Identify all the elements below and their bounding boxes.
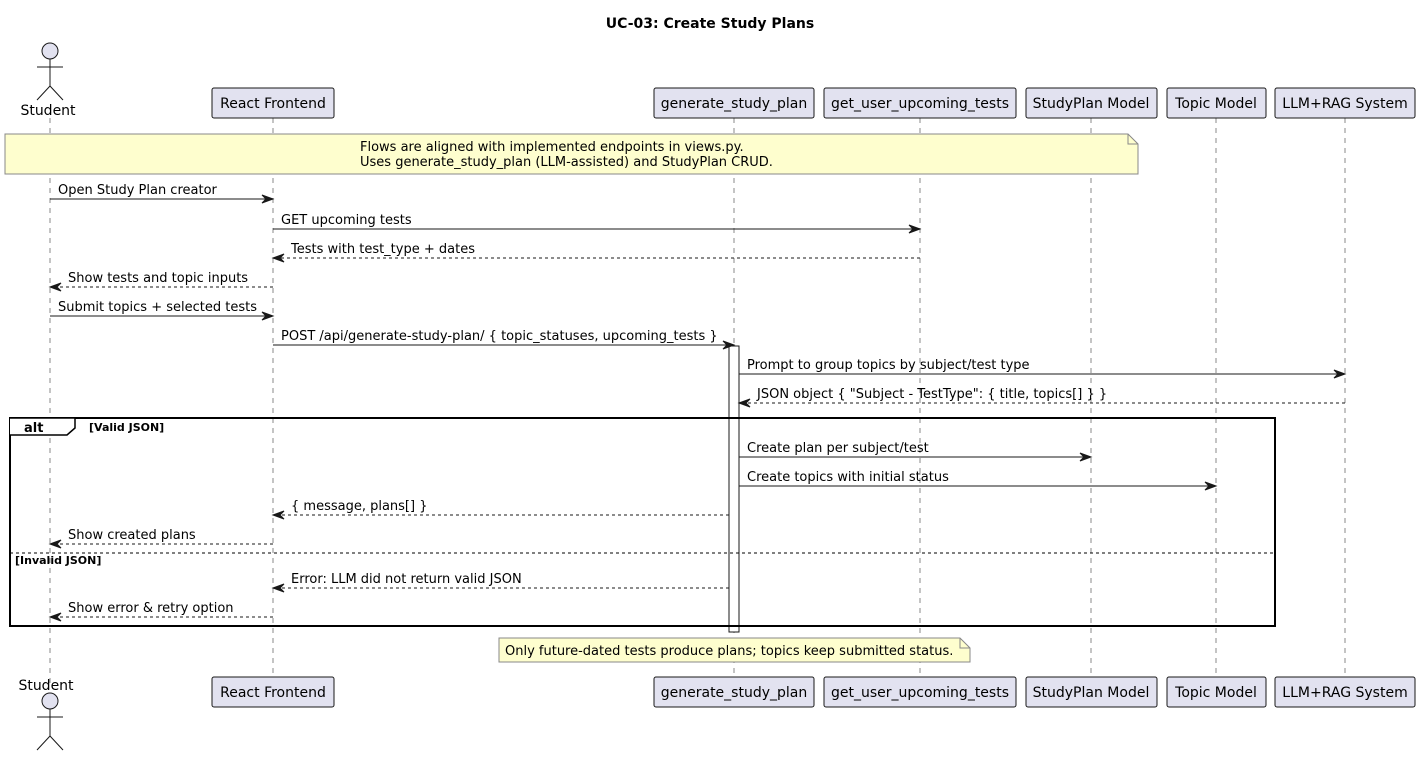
note-line-2: Uses generate_study_plan (LLM-assisted) … [360, 155, 773, 170]
arrowhead-icon [48, 612, 62, 622]
note-top: Flows are aligned with implemented endpo… [4, 133, 1139, 175]
participant-label: LLM+RAG System [1282, 96, 1407, 112]
participant-llm-bottom: LLM+RAG System [1274, 676, 1416, 708]
message-label: Error: LLM did not return valid JSON [291, 572, 522, 587]
arrowhead-icon [908, 224, 922, 234]
participant-label: LLM+RAG System [1282, 685, 1407, 701]
participant-label: React Frontend [220, 96, 326, 112]
message: GET upcoming tests [273, 213, 922, 234]
message-label: Prompt to group topics by subject/test t… [747, 358, 1030, 373]
message-label: Create plan per subject/test [747, 441, 929, 456]
note-bottom: Only future-dated tests produce plans; t… [498, 637, 971, 663]
arrowhead-icon [271, 253, 285, 263]
message: Error: LLM did not return valid JSON [271, 572, 729, 593]
diagram-title: UC-03: Create Study Plans [606, 16, 814, 32]
arrowhead-icon [1079, 452, 1093, 462]
participant-tests-bottom: get_user_upcoming_tests [823, 676, 1017, 708]
arrowhead-icon [722, 340, 736, 350]
alt-frame: alt [Valid JSON] [Invalid JSON] [9, 417, 1276, 627]
message-label: { message, plans[] } [291, 499, 427, 514]
note-line-1: Flows are aligned with implemented endpo… [360, 140, 744, 155]
message: Create topics with initial status [739, 470, 1218, 491]
participant-label: Topic Model [1174, 96, 1257, 112]
message: Open Study Plan creator [50, 183, 275, 204]
alt-label: alt [24, 421, 43, 436]
message: Show tests and topic inputs [48, 271, 273, 292]
participant-label: StudyPlan Model [1033, 685, 1150, 701]
message-label: POST /api/generate-study-plan/ { topic_s… [281, 329, 718, 344]
participant-label: get_user_upcoming_tests [831, 685, 1009, 701]
message-label: Submit topics + selected tests [58, 300, 257, 315]
actor-head [41, 692, 59, 710]
arrowhead-icon [48, 282, 62, 292]
message-label: JSON object { "Subject - TestType": { ti… [756, 387, 1107, 402]
message: JSON object { "Subject - TestType": { ti… [737, 387, 1345, 408]
arrowhead-icon [261, 194, 275, 204]
message: POST /api/generate-study-plan/ { topic_s… [273, 329, 736, 350]
participant-tests-top: get_user_upcoming_tests [823, 87, 1017, 119]
actor-student-bottom: Student [18, 678, 74, 751]
message: Create plan per subject/test [739, 441, 1093, 462]
arrowhead-icon [737, 398, 751, 408]
message: Prompt to group topics by subject/test t… [739, 358, 1347, 379]
arrowhead-icon [1333, 369, 1347, 379]
actor-student-top: Student [20, 42, 76, 119]
arrowhead-icon [271, 583, 285, 593]
arrowhead-icon [1204, 481, 1218, 491]
participant-label: React Frontend [220, 685, 326, 701]
message-label: Create topics with initial status [747, 470, 949, 485]
actor-head [41, 42, 59, 60]
message: Show created plans [48, 528, 273, 549]
participants-bottom: Student React Frontend generate_study_pl… [18, 676, 1416, 751]
message: Submit topics + selected tests [50, 300, 275, 321]
message-label: Show created plans [68, 528, 196, 543]
participant-label: get_user_upcoming_tests [831, 96, 1009, 112]
message-label: Show error & retry option [68, 601, 234, 616]
message-label: Tests with test_type + dates [290, 242, 475, 257]
participant-topic-top: Topic Model [1166, 87, 1267, 119]
participant-label: generate_study_plan [661, 685, 807, 701]
arrowhead-icon [48, 539, 62, 549]
participant-frontend-bottom: React Frontend [211, 676, 335, 708]
participant-label: generate_study_plan [661, 96, 807, 112]
participant-gen-bottom: generate_study_plan [653, 676, 815, 708]
arrowhead-icon [261, 311, 275, 321]
message: { message, plans[] } [271, 499, 729, 520]
participant-topic-bottom: Topic Model [1166, 676, 1267, 708]
participant-frontend-top: React Frontend [211, 87, 335, 119]
participant-studyplan-bottom: StudyPlan Model [1025, 676, 1158, 708]
participant-studyplan-top: StudyPlan Model [1025, 87, 1158, 119]
participant-gen-top: generate_study_plan [653, 87, 815, 119]
message: Tests with test_type + dates [271, 242, 920, 263]
participants-top: Student React Frontend generate_study_pl… [20, 42, 1416, 119]
alt-guard-valid: [Valid JSON] [89, 421, 164, 434]
activation-gen [728, 345, 740, 633]
note-bottom-text: Only future-dated tests produce plans; t… [505, 644, 953, 659]
participant-label: Student [18, 678, 74, 694]
participant-label: StudyPlan Model [1033, 96, 1150, 112]
message: Show error & retry option [48, 601, 273, 622]
alt-guard-invalid: [Invalid JSON] [15, 554, 101, 567]
message-label: GET upcoming tests [281, 213, 412, 228]
message-label: Open Study Plan creator [58, 183, 218, 198]
arrowhead-icon [271, 510, 285, 520]
participant-llm-top: LLM+RAG System [1274, 87, 1416, 119]
participant-label: Topic Model [1174, 685, 1257, 701]
participant-label: Student [20, 103, 76, 119]
message-label: Show tests and topic inputs [68, 271, 248, 286]
